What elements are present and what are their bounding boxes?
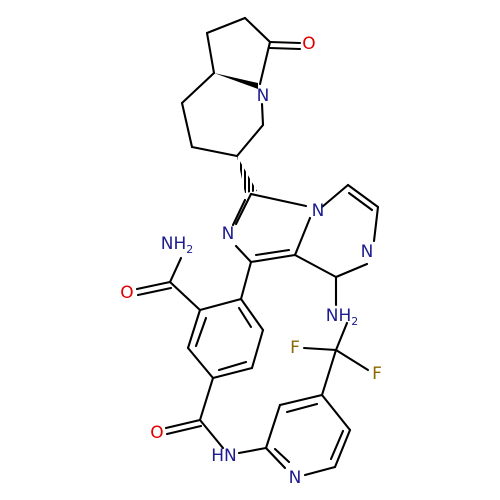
atom-o-lactam: O xyxy=(302,34,315,54)
bond xyxy=(333,428,352,469)
bond xyxy=(347,191,374,212)
bond xyxy=(334,348,370,372)
bond xyxy=(237,446,268,455)
bond xyxy=(346,183,380,209)
atom-f-left: F xyxy=(290,338,300,358)
atom-o-amide-top: O xyxy=(120,283,133,303)
atom-o-amide-bottom: O xyxy=(150,423,163,443)
bond xyxy=(205,31,216,75)
atom-f-right: F xyxy=(372,364,382,384)
bond xyxy=(249,192,308,208)
bond xyxy=(334,262,369,279)
bond xyxy=(278,393,324,407)
bond xyxy=(180,71,216,105)
bond xyxy=(234,244,253,264)
atom-n-pyridine: N xyxy=(289,468,302,488)
bond xyxy=(198,418,225,450)
atom-n-imidazole: N xyxy=(222,224,235,244)
wedge-bond xyxy=(214,73,258,89)
bond xyxy=(234,192,253,226)
bond xyxy=(334,321,349,352)
bond xyxy=(285,402,319,414)
bond xyxy=(302,346,338,352)
bond-layer xyxy=(135,16,380,477)
bond xyxy=(273,447,291,464)
atom-nh-amide: HN xyxy=(211,446,237,466)
bond xyxy=(268,40,302,45)
bond xyxy=(186,308,202,350)
bond xyxy=(320,183,350,209)
atom-nh2-amide: NH2 xyxy=(161,234,194,256)
bond xyxy=(243,16,272,44)
bond xyxy=(180,101,194,149)
atom-nh2-amino: NH2 xyxy=(326,306,359,328)
atom-n-imidazole-bridgehead: N xyxy=(312,201,325,221)
bond xyxy=(239,260,253,301)
bond xyxy=(320,348,338,397)
bond xyxy=(205,16,247,35)
bond xyxy=(136,286,173,297)
bond xyxy=(372,205,380,243)
bond xyxy=(260,102,265,127)
bond xyxy=(293,253,338,279)
bond xyxy=(186,346,215,380)
bond xyxy=(268,46,302,51)
bond xyxy=(320,393,352,432)
bond xyxy=(258,40,272,86)
bond xyxy=(264,446,287,470)
bond xyxy=(239,297,265,332)
bond xyxy=(168,256,183,284)
bond xyxy=(329,429,345,461)
bond xyxy=(254,248,291,257)
atom-label-layer: O N N N N NH2 O NH2 F F O HN N xyxy=(120,34,382,488)
bond xyxy=(235,123,265,158)
bond xyxy=(237,306,253,329)
bond xyxy=(194,316,208,348)
bond xyxy=(168,280,202,312)
bond xyxy=(231,198,247,227)
bond xyxy=(303,465,337,477)
bond xyxy=(264,403,282,450)
bond xyxy=(164,418,202,430)
atom-n-indolizidinone: N xyxy=(257,86,270,106)
bond xyxy=(211,366,254,380)
bond xyxy=(250,328,265,370)
bond xyxy=(198,297,243,312)
bond xyxy=(249,253,297,264)
bond xyxy=(165,424,203,436)
bond xyxy=(217,360,248,372)
bond xyxy=(190,145,239,158)
hashed-wedge-bond xyxy=(237,156,257,193)
atom-n-pyrazine: N xyxy=(361,242,374,262)
bond xyxy=(135,280,172,291)
bond xyxy=(293,216,312,257)
bond xyxy=(198,376,215,422)
